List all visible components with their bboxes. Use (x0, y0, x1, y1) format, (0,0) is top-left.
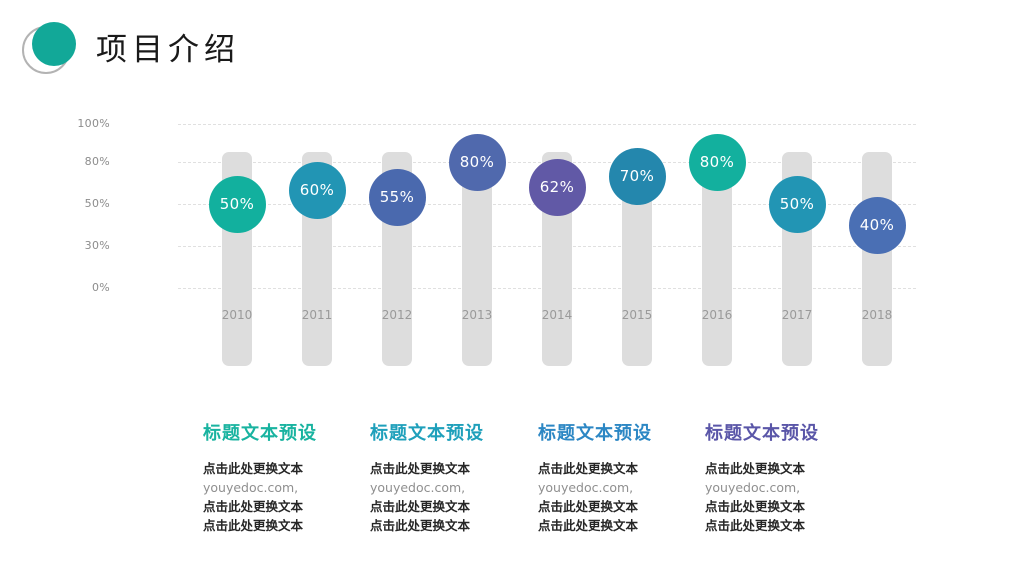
y-axis-tick-label: 50% (84, 197, 110, 210)
slide-header: 项目介绍 (0, 0, 1024, 92)
x-axis-tick-label: 2014 (541, 308, 573, 322)
y-axis-tick-label: 0% (91, 281, 110, 294)
x-axis-tick-label: 2015 (621, 308, 653, 322)
value-bubble[interactable]: 80% (448, 133, 506, 191)
x-axis-tick-label: 2013 (461, 308, 493, 322)
value-bubble[interactable]: 70% (608, 147, 666, 205)
content-block-line[interactable]: 点击此处更换文本 (538, 499, 639, 514)
content-block-line[interactable]: 点击此处更换文本 (370, 518, 471, 533)
content-block-line[interactable]: 点击此处更换文本 (538, 518, 639, 533)
content-block-line[interactable]: youyedoc.com, (538, 480, 634, 495)
content-block-line[interactable]: 点击此处更换文本 (705, 518, 806, 533)
content-block-title[interactable]: 标题文本预设 (538, 423, 652, 444)
value-bubble[interactable]: 60% (288, 161, 346, 219)
gridline (178, 124, 916, 125)
x-axis-tick-label: 2010 (221, 308, 253, 322)
value-bubble[interactable]: 50% (768, 175, 826, 233)
content-block-line[interactable]: 点击此处更换文本 (203, 461, 304, 476)
x-axis-tick-label: 2011 (301, 308, 333, 322)
content-block-line[interactable]: 点击此处更换文本 (705, 461, 806, 476)
content-block-line[interactable]: 点击此处更换文本 (370, 461, 471, 476)
y-axis-tick-label: 100% (77, 117, 110, 130)
x-axis-tick-label: 2016 (701, 308, 733, 322)
content-block: 标题文本预设点击此处更换文本 youyedoc.com, 点击此处更换文本点击此处更… (370, 419, 560, 535)
value-bubble[interactable]: 55% (368, 168, 426, 226)
content-block-line[interactable]: 点击此处更换文本 (203, 518, 304, 533)
content-block-line[interactable]: 点击此处更换文本 (705, 499, 806, 514)
value-bubble[interactable]: 50% (208, 175, 266, 233)
x-axis-tick-label: 2018 (861, 308, 893, 322)
y-axis-tick-label: 30% (84, 239, 110, 252)
value-bubble[interactable]: 80% (688, 133, 746, 191)
content-block: 标题文本预设点击此处更换文本 youyedoc.com, 点击此处更换文本点击此处更… (203, 419, 393, 535)
content-block-line[interactable]: 点击此处更换文本 (203, 499, 304, 514)
content-block-title[interactable]: 标题文本预设 (370, 423, 484, 444)
y-axis: 100% 80% 50% 30% 0% (77, 117, 110, 294)
y-axis-tick-label: 80% (84, 155, 110, 168)
value-bubble[interactable]: 40% (848, 196, 906, 254)
content-block-title[interactable]: 标题文本预设 (705, 423, 819, 444)
content-block-line[interactable]: youyedoc.com, (203, 480, 299, 495)
x-axis-tick-label: 2017 (781, 308, 813, 322)
content-block-line[interactable]: 点击此处更换文本 (370, 499, 471, 514)
bubble-column-chart: 100% 80% 50% 30% 0% 2010 2011 2012 2013 2014 2015… (77, 117, 916, 366)
content-block-title[interactable]: 标题文本预设 (203, 423, 317, 444)
page-title: 项目介绍 (96, 32, 240, 68)
content-block-line[interactable]: 点击此处更换文本 (538, 461, 639, 476)
content-block-line[interactable]: youyedoc.com, (370, 480, 466, 495)
logo-mark (22, 22, 78, 78)
content-block: 标题文本预设点击此处更换文本 youyedoc.com, 点击此处更换文本点击此处更… (705, 419, 895, 535)
content-block: 标题文本预设点击此处更换文本 youyedoc.com, 点击此处更换文本点击此处更… (538, 419, 728, 535)
content-block-line[interactable]: youyedoc.com, (705, 480, 801, 495)
value-bubble[interactable]: 62% (528, 158, 586, 216)
x-axis-tick-label: 2012 (381, 308, 413, 322)
bar-track (862, 152, 892, 366)
filled-circle-icon (32, 22, 76, 66)
